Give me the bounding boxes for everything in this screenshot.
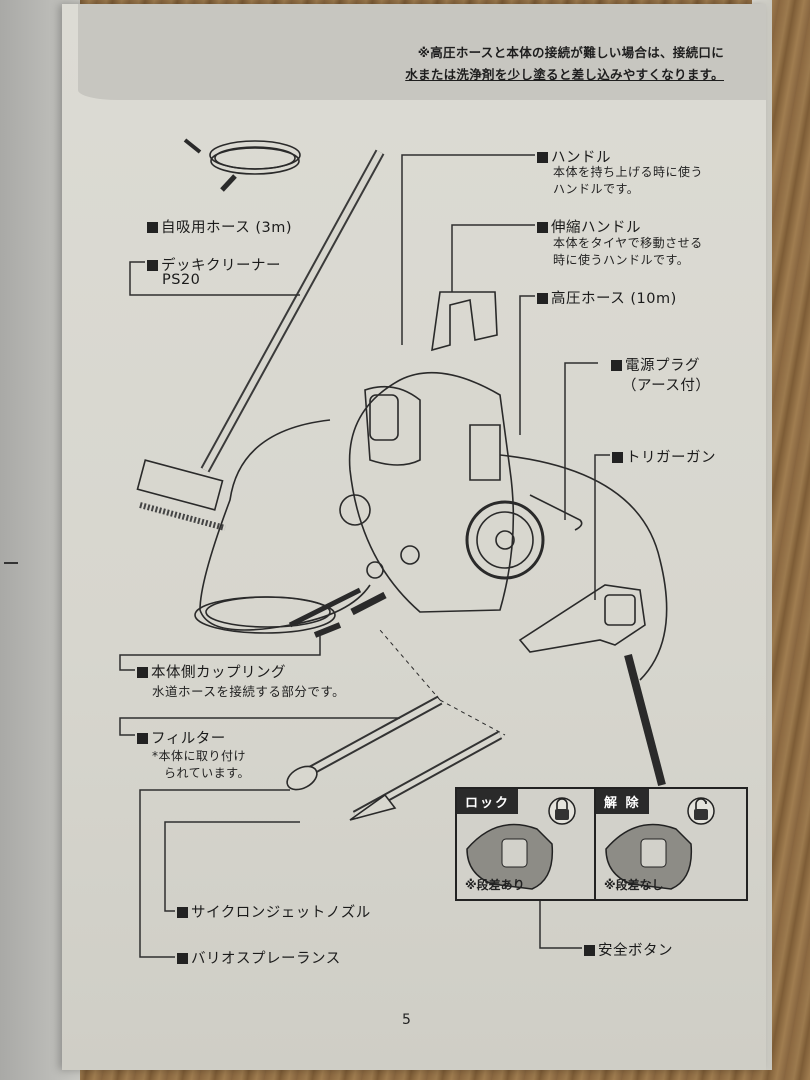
washer-body-icon xyxy=(339,291,545,613)
label-telescopic-handle-desc: 本体をタイヤで移動させる時に使うハンドルです。 xyxy=(553,236,703,267)
panel-unlock-caption: ※段差なし xyxy=(604,878,664,892)
bullet-square-icon xyxy=(177,907,188,918)
bullet-square-icon xyxy=(611,360,622,371)
label-safety-button: 安全ボタン xyxy=(584,939,673,960)
trigger-gun-icon xyxy=(518,584,646,653)
manual-page: ※高圧ホースと本体の接続が難しい場合は、接続口に 水または洗浄剤を少し塗ると差し… xyxy=(62,4,766,1070)
cyclone-nozzle-icon xyxy=(286,695,443,791)
suction-hose-line xyxy=(199,419,371,631)
suction-hose-coil-icon xyxy=(183,138,301,192)
bullet-square-icon xyxy=(537,293,548,304)
panel-lock-tag: ロック xyxy=(457,789,519,814)
bullet-square-icon xyxy=(147,222,158,233)
label-telescopic-handle: 伸縮ハンドル xyxy=(537,216,641,237)
high-pressure-hose-line xyxy=(499,454,668,681)
left-page-text-fragment xyxy=(4,562,18,564)
lock-open-icon xyxy=(605,797,715,890)
label-filter-desc: *本体に取り付けられています。 xyxy=(152,749,250,780)
lock-closed-icon xyxy=(466,797,576,890)
label-deck-cleaner: デッキクリーナー xyxy=(147,254,281,275)
label-handle-desc: 本体を持ち上げる時に使うハンドルです。 xyxy=(553,165,704,196)
label-filter: フィルター xyxy=(137,727,226,748)
label-trigger-gun: トリガーガン xyxy=(612,446,716,467)
deck-cleaner-icon xyxy=(136,149,385,531)
header-banner: ※高圧ホースと本体の接続が難しい場合は、接続口に 水または洗浄剤を少し塗ると差し… xyxy=(78,4,766,100)
bullet-square-icon xyxy=(177,953,188,964)
label-high-pressure-hose: 高圧ホース (10m) xyxy=(537,287,677,308)
label-suction-hose: 自吸用ホース (3m) xyxy=(147,216,292,237)
bullet-square-icon xyxy=(584,945,595,956)
label-vario-lance: バリオスプレーランス xyxy=(177,947,341,968)
label-body-coupling-desc: 水道ホースを接続する部分です。 xyxy=(152,684,346,699)
label-deck-cleaner-model: PS20 xyxy=(162,272,201,288)
panel-unlock: 解 除 ※段差なし xyxy=(594,787,748,901)
label-cyclone-nozzle: サイクロンジェットノズル xyxy=(177,901,371,922)
header-note: ※高圧ホースと本体の接続が難しい場合は、接続口に 水または洗浄剤を少し塗ると差し… xyxy=(405,42,724,86)
panel-lock: ロック ※段差あり xyxy=(455,787,609,901)
label-handle: ハンドル xyxy=(537,146,611,167)
label-power-plug: 電源プラグ xyxy=(611,354,700,375)
panel-lock-caption: ※段差あり xyxy=(465,878,525,892)
bullet-square-icon xyxy=(537,152,548,163)
bullet-square-icon xyxy=(147,260,158,271)
header-note-line2: 水または洗浄剤を少し塗ると差し込みやすくなります。 xyxy=(405,67,724,82)
header-note-line1: ※高圧ホースと本体の接続が難しい場合は、接続口に xyxy=(417,45,724,60)
bullet-square-icon xyxy=(537,222,548,233)
label-power-plug-desc: （アース付） xyxy=(622,378,711,394)
label-body-coupling: 本体側カップリング xyxy=(137,661,286,682)
power-cord-line xyxy=(529,494,583,531)
bullet-square-icon xyxy=(137,667,148,678)
page-number: 5 xyxy=(402,1012,411,1028)
vario-lance-icon xyxy=(349,731,503,821)
panel-unlock-tag: 解 除 xyxy=(596,789,649,814)
bullet-square-icon xyxy=(612,452,623,463)
bullet-square-icon xyxy=(137,733,148,744)
